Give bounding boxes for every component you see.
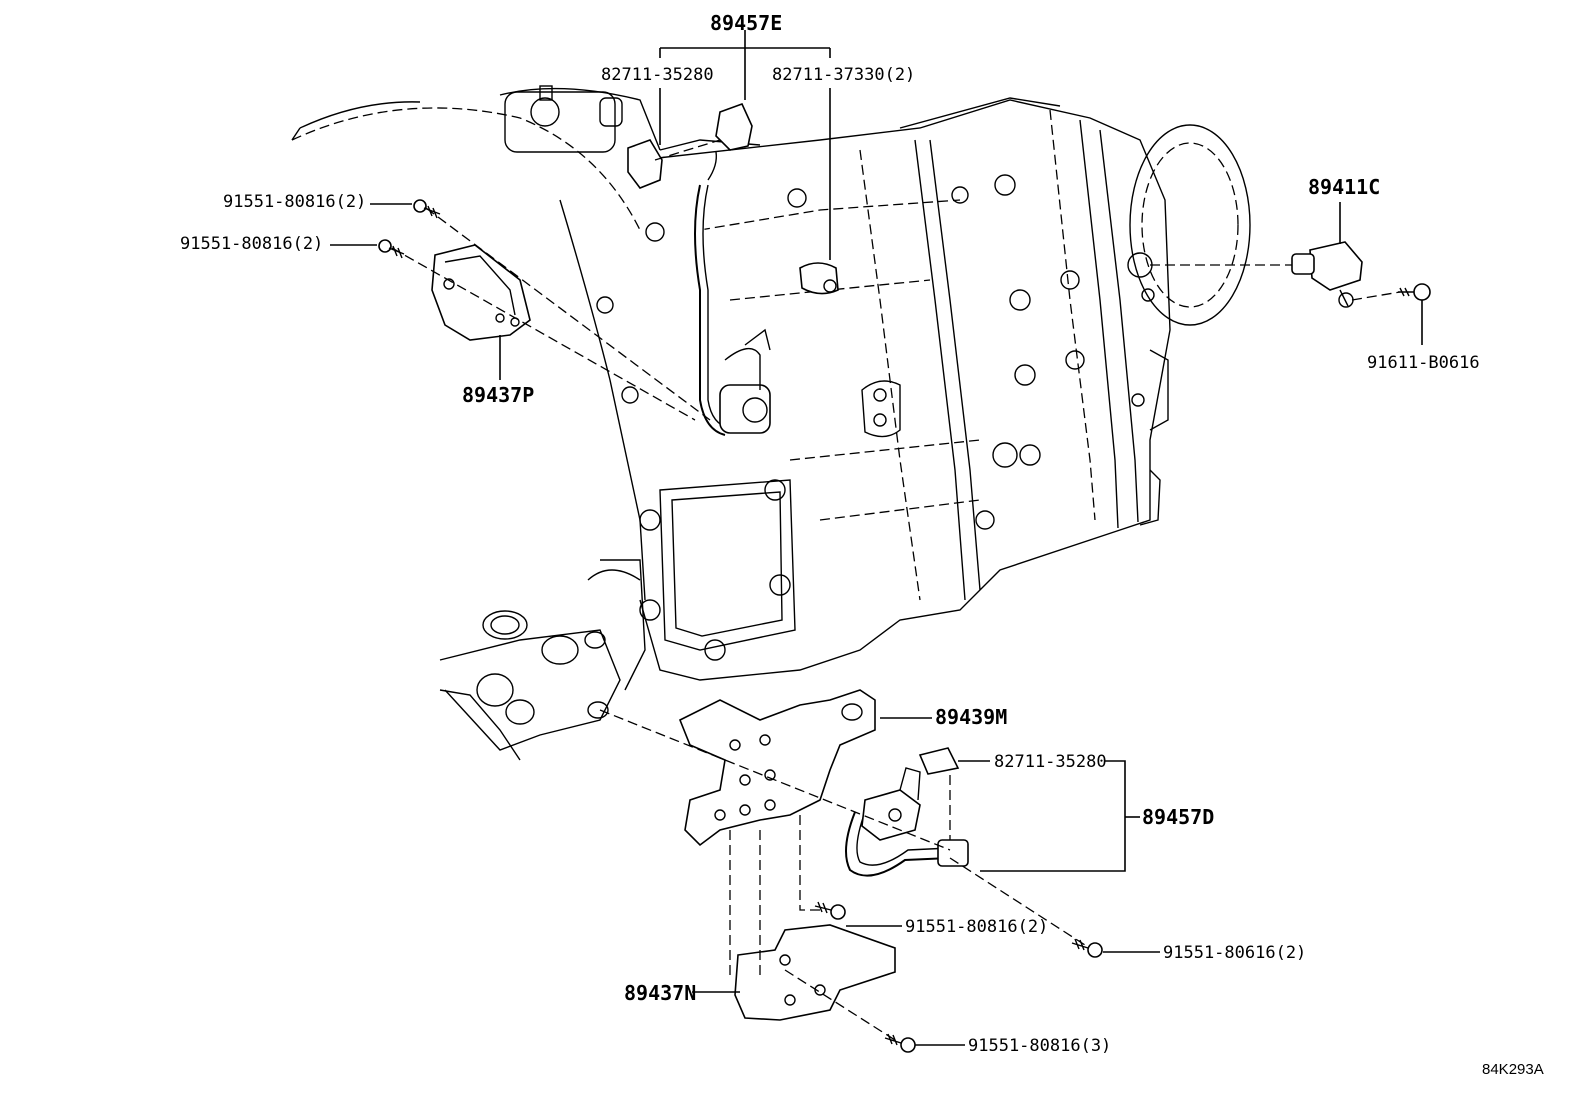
bracket-89437n (734, 924, 896, 1021)
label-89457e: 89457E (710, 11, 782, 35)
label-91551-80616: 91551-80616(2) (1163, 943, 1306, 963)
label-89437p: 89437P (462, 383, 534, 407)
callout-labels: 89457E 82711-35280 82711-37330(2) 91551-… (180, 11, 1544, 1078)
label-89411c: 89411C (1308, 175, 1380, 199)
label-89457d: 89457D (1142, 805, 1214, 829)
sensor-bolt-91611 (1398, 283, 1431, 301)
harness-89457d (845, 747, 969, 877)
bolt-upper-2 (378, 239, 405, 259)
label-91551-80816-lower-3: 91551-80816(3) (968, 1036, 1111, 1056)
label-89439m: 89439M (935, 705, 1007, 729)
label-82711-37330: 82711-37330(2) (772, 65, 915, 85)
speed-sensor-89411c (1291, 241, 1363, 308)
assembly-lines (391, 139, 1401, 1041)
label-89437n: 89437N (624, 981, 696, 1005)
crossmember (439, 559, 646, 761)
label-91551-80816-upper-1: 91551-80816(2) (223, 192, 366, 212)
transmission-housing (291, 85, 1251, 681)
label-91551-80816-lower-1: 91551-80816(2) (905, 917, 1048, 937)
label-91611-b0616: 91611-B0616 (1367, 353, 1480, 373)
leader-lines (330, 30, 1423, 1046)
label-82711-35280-lower: 82711-35280 (994, 752, 1107, 772)
harness-89457e (627, 102, 839, 436)
bracket-89437p (431, 244, 531, 341)
label-91551-80816-upper-2: 91551-80816(2) (180, 234, 323, 254)
diagram-code: 84K293A (1482, 1061, 1544, 1078)
bolt-lower-2 (1071, 938, 1103, 958)
bolt-lower-3 (884, 1033, 916, 1053)
bracket-89439m (678, 689, 876, 847)
bolt-lower-1 (814, 901, 846, 920)
label-82711-35280-top: 82711-35280 (601, 65, 714, 85)
